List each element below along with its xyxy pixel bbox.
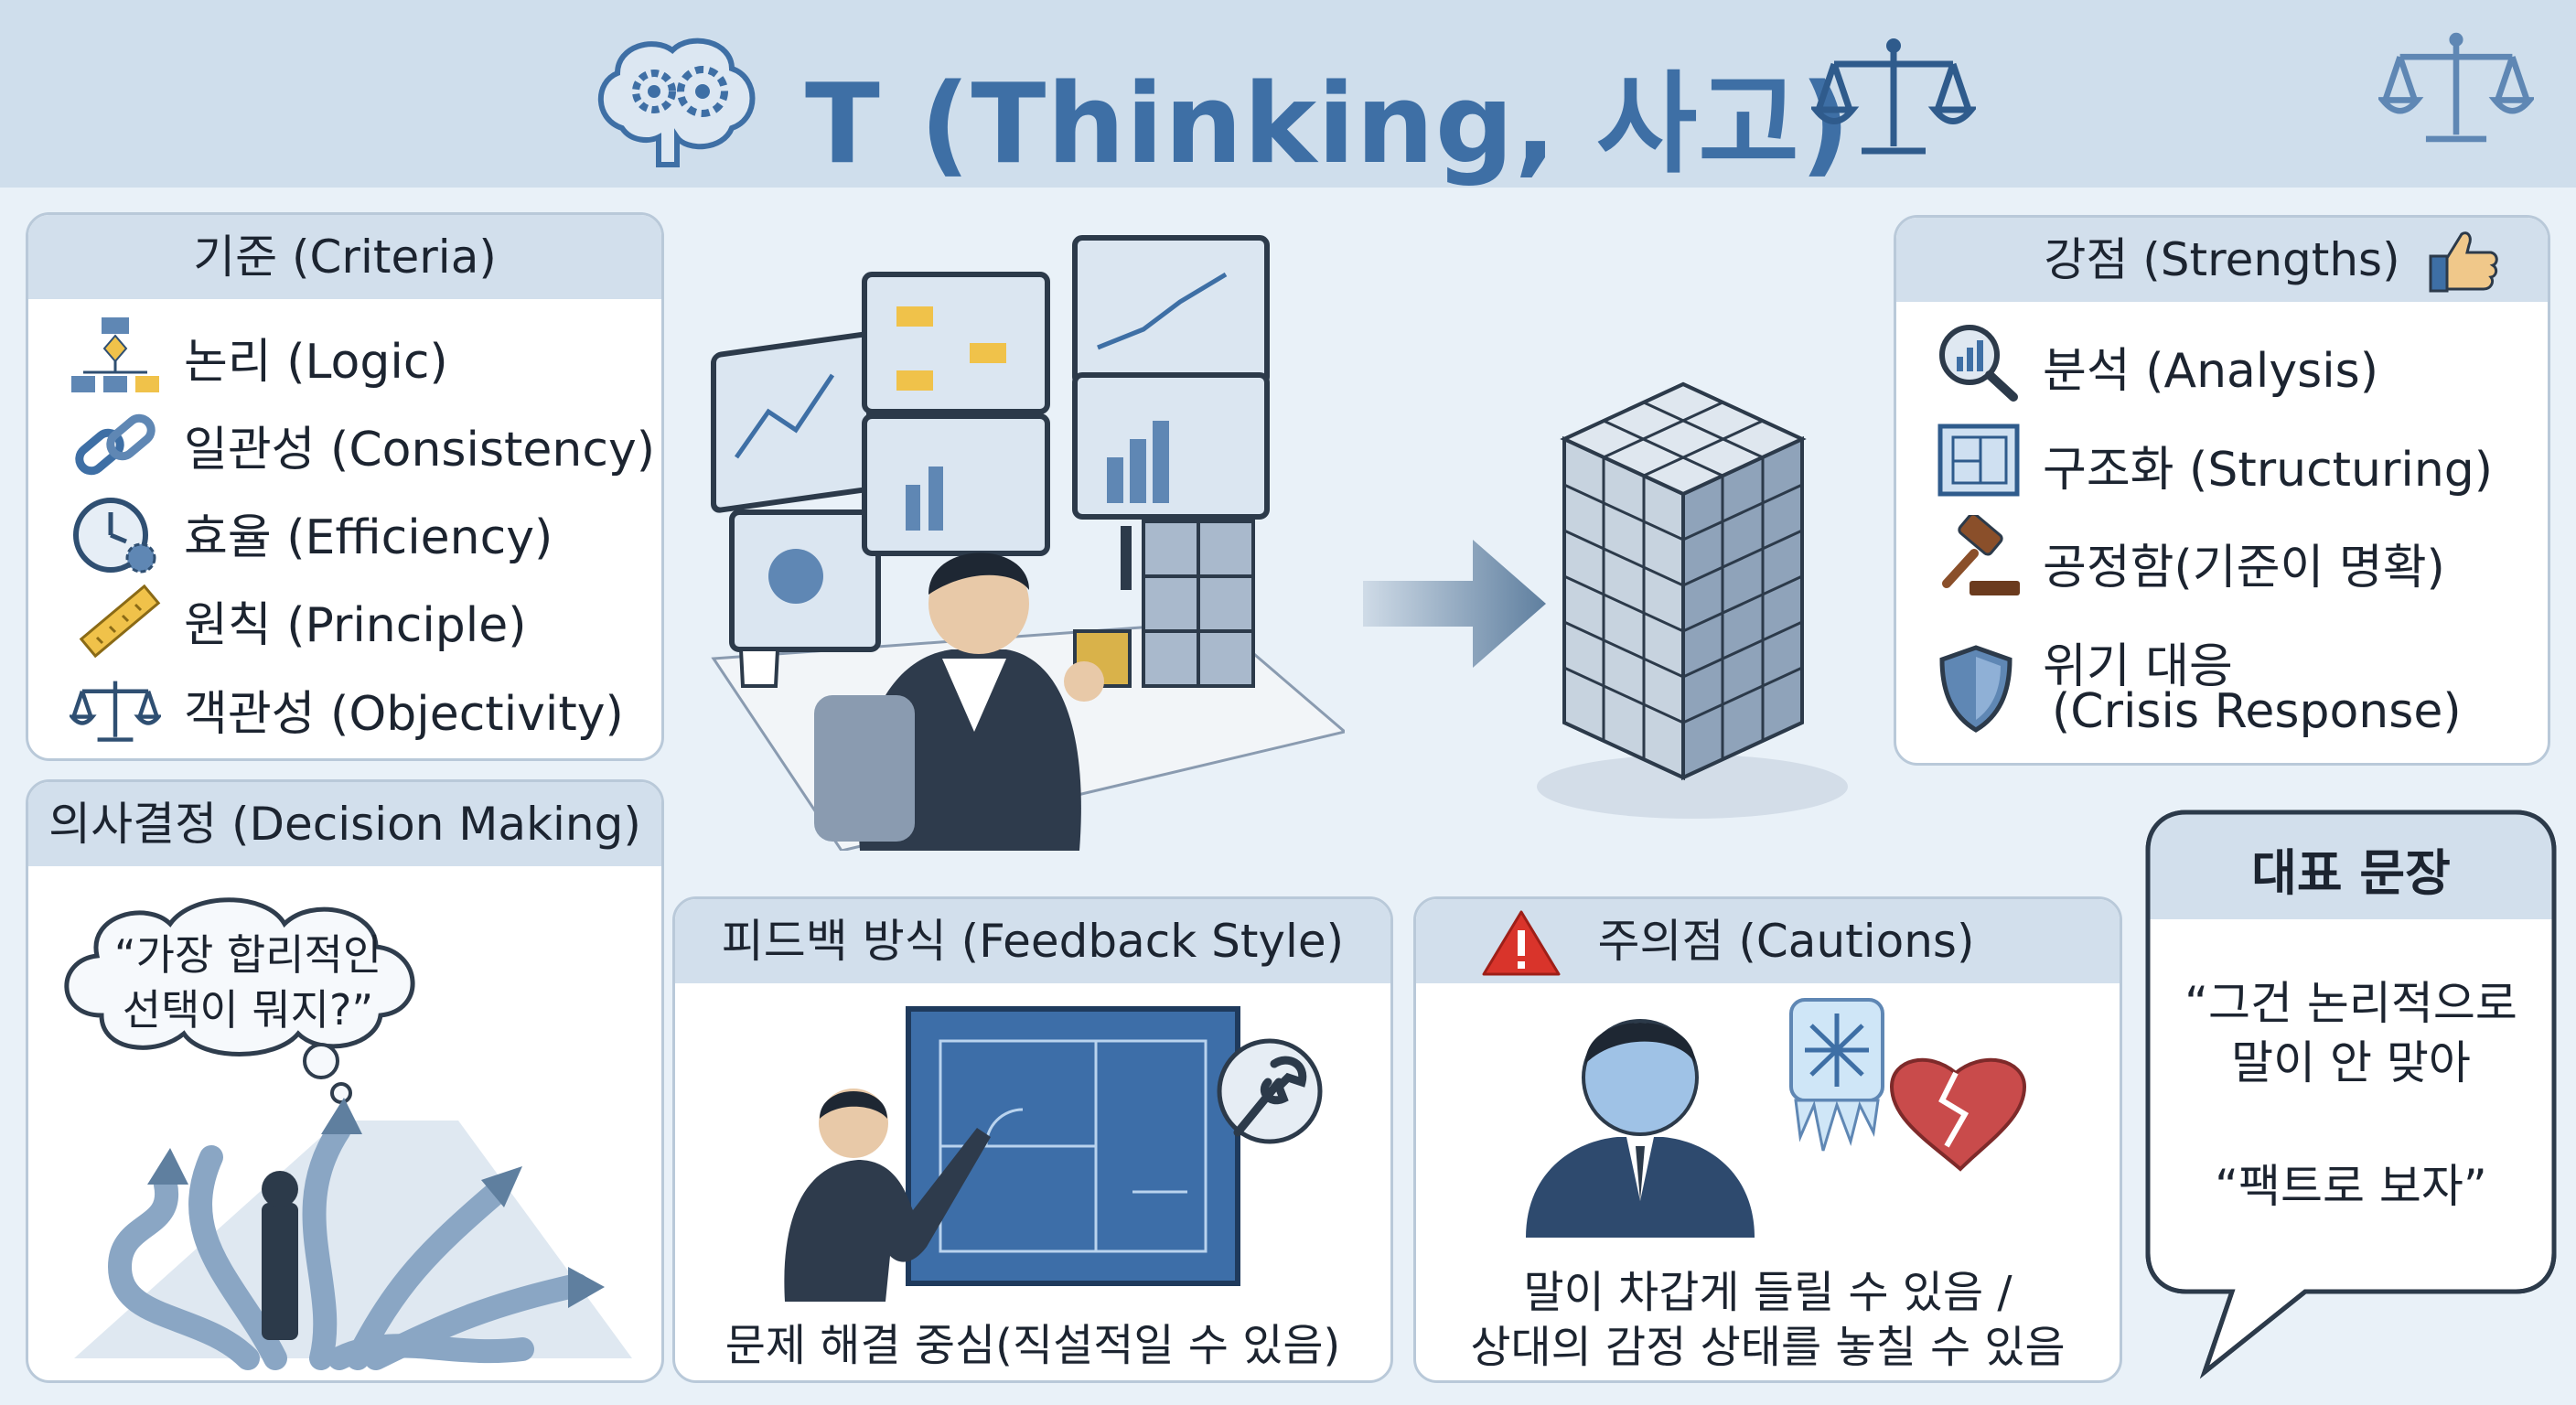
representative-quote-2: “팩트로 보자” <box>2215 1160 2487 1213</box>
strength-item-analysis: 분석 (Analysis) <box>2043 344 2379 399</box>
scale-icon <box>70 681 161 742</box>
criteria-item-logic: 논리 (Logic) <box>184 335 448 390</box>
cautions-header-label: 주의점 (Cautions) <box>1597 915 1975 968</box>
magnifier-chart-icon <box>1939 325 2018 402</box>
feedback-caption: 문제 해결 중심(직설적일 수 있음) <box>724 1320 1341 1371</box>
criteria-header: 기준 (Criteria) <box>28 215 661 299</box>
cold-person-illustration <box>1526 998 2027 1238</box>
criteria-panel: 기준 (Criteria) 논리 (Logic) 일관성 (Consistenc… <box>26 212 664 761</box>
header-band <box>0 0 2576 188</box>
feedback-header: 피드백 방식 (Feedback Style) <box>675 899 1390 983</box>
criteria-item-efficiency: 효율 (Efficiency) <box>184 510 553 565</box>
page-title: T (Thinking, 사고) <box>805 61 1852 188</box>
strength-item-fairness: 공정함(기준이 명확) <box>2043 541 2445 595</box>
thumbs-up-icon <box>2429 231 2498 293</box>
decision-header: 의사결정 (Decision Making) <box>28 782 661 866</box>
blueprint-presentation-illustration <box>784 1006 1323 1302</box>
cautions-caption-line-1: 말이 차갑게 들릴 수 있음 / <box>1523 1267 2012 1318</box>
ruler-icon <box>79 584 161 659</box>
shield-icon <box>1939 645 2012 733</box>
representative-header: 대표 문장 <box>2251 844 2451 902</box>
chain-link-icon <box>75 413 156 476</box>
structured-cube-tower-illustration <box>1537 381 1848 819</box>
cautions-panel: 주의점 (Cautions) 말이 차갑게 들릴 수 있음 / 상대의 감정 상… <box>1413 896 2122 1383</box>
feedback-panel: 피드백 방식 (Feedback Style) 문제 해결 중심(직설적일 수 … <box>672 896 1393 1383</box>
decision-quote-line-2: 선택이 뭐지?” <box>122 985 374 1035</box>
clock-gear-icon <box>73 498 156 574</box>
speech-bubble <box>2145 810 2557 1379</box>
strength-item-crisis-response: 위기 대응 <box>2043 639 2233 694</box>
decision-quote-line-1: “가장 합리적인 <box>113 930 382 980</box>
balance-scale-icon <box>2378 32 2534 143</box>
crossroads-arrows-illustration <box>74 1098 632 1370</box>
analyst-workstation-illustration <box>711 235 1345 851</box>
strength-item-crisis-response-en: (Crisis Response) <box>2052 684 2462 739</box>
criteria-item-objectivity: 객관성 (Objectivity) <box>184 687 624 742</box>
blueprint-icon <box>1937 424 2020 497</box>
warning-icon <box>1482 910 1561 976</box>
strength-item-structuring: 구조화 (Structuring) <box>2043 443 2494 498</box>
criteria-item-principle: 원칙 (Principle) <box>184 598 527 653</box>
thought-cloud <box>64 897 415 1104</box>
brain-gears-icon <box>597 38 756 167</box>
flowchart-icon <box>71 317 159 392</box>
representative-quote-1-line-1: “그건 논리적으로 <box>2184 977 2517 1030</box>
strengths-header-label: 강점 (Strengths) <box>2044 233 2400 286</box>
strengths-panel: 강점 (Strengths) 분석 (Analysis) 구조화 (Struct… <box>1894 215 2550 766</box>
gavel-icon <box>1942 515 2020 595</box>
decision-panel: 의사결정 (Decision Making) “가장 합리적인 선택이 뭐지?” <box>26 779 664 1383</box>
balance-scale-icon <box>1811 38 1976 155</box>
right-arrow-icon <box>1363 540 1546 668</box>
criteria-item-consistency: 일관성 (Consistency) <box>184 423 656 477</box>
representative-quote-1-line-2: 말이 안 맞아 <box>2231 1036 2471 1089</box>
cautions-caption-line-2: 상대의 감정 상태를 놓칠 수 있음 <box>1470 1322 2066 1373</box>
